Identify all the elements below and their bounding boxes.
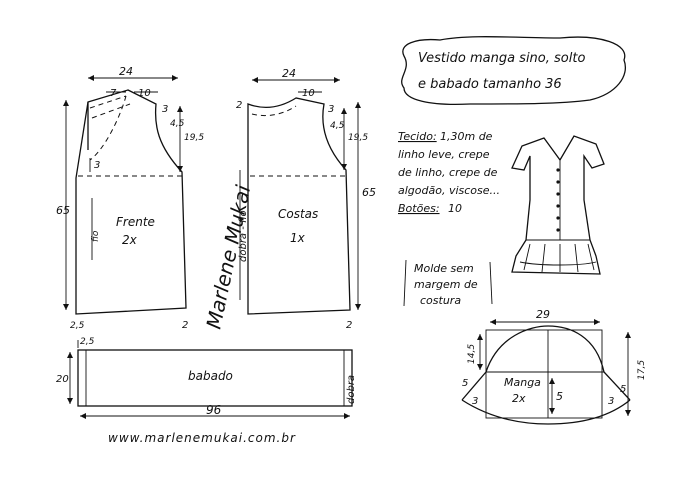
sleeve-width-label: 29: [536, 308, 550, 321]
sleeve-pattern-piece: 29 14,5 17,5 Manga 2x 5 5 3 3 5: [461, 308, 647, 425]
front-width-label: 24: [119, 65, 133, 78]
front-piece-name: Frente: [116, 215, 155, 229]
sleeve-side-left-label: 5: [462, 378, 468, 389]
fabric-label: Tecido:: [398, 130, 437, 143]
front-shoulder-left-label: 7: [110, 88, 117, 99]
dress-illustration: [511, 135, 605, 275]
note-line-3: costura: [420, 294, 461, 307]
fabric-line-1: 1,30m de: [440, 130, 493, 143]
back-neck-left-label: 2: [236, 100, 242, 111]
front-shoulder-right-label: 10: [138, 88, 151, 99]
note-line-2: margem de: [414, 278, 478, 291]
front-corner-label: 3: [162, 104, 168, 115]
sleeve-qty: 2x: [512, 392, 526, 405]
sleeve-side-right-label: 5: [620, 384, 626, 395]
ruffle-name: babado: [188, 369, 233, 383]
front-height-label: 65: [56, 204, 70, 217]
front-armhole-curve-label: 4,5: [170, 119, 185, 129]
front-hem-left-label: 2,5: [70, 321, 85, 331]
back-shoulder-right-label: 10: [302, 88, 315, 99]
ruffle-corner-label: 2,5: [80, 337, 95, 347]
back-corner-label: 3: [328, 104, 334, 115]
sleeve-center-depth-label: 5: [556, 390, 563, 403]
front-pattern-piece: 24 7 10 3 4,5 19,5 3 65 Frente 2x fio 2,…: [56, 65, 204, 331]
sleeve-height-right-label: 17,5: [637, 360, 647, 380]
back-piece-name: Costas: [278, 207, 318, 221]
front-armhole-height-label: 19,5: [184, 133, 204, 143]
front-neck-depth-label: 3: [94, 160, 100, 171]
fabric-line-2: linho leve, crepe: [398, 148, 490, 161]
ruffle-pattern-piece: 2,5 20 babado dobra 96: [56, 337, 357, 419]
back-width-label: 24: [282, 67, 296, 80]
note-line-1: Molde sem: [414, 262, 474, 275]
fabric-line-4: algodão, viscose...: [398, 184, 500, 197]
back-armhole-curve-label: 4,5: [330, 121, 345, 131]
sleeve-name: Manga: [504, 376, 541, 389]
fabric-info: Tecido: 1,30m de linho leve, crepe de li…: [398, 130, 500, 215]
back-height-label: 65: [362, 186, 376, 199]
title-bubble: Vestido manga sino, solto e babado taman…: [401, 36, 626, 106]
front-grain-label: fio: [91, 230, 101, 242]
title-line-1: Vestido manga sino, solto: [418, 51, 585, 66]
back-pattern-piece: 24 10 2 3 4,5 19,5 65 Costas 1x dobra - …: [236, 67, 376, 331]
front-hem-right-label: 2: [182, 320, 188, 331]
ruffle-fold-label: dobra: [346, 375, 357, 404]
sleeve-height-left-label: 14,5: [467, 344, 477, 364]
seam-allowance-note: Molde sem margem de costura: [403, 259, 493, 307]
back-fold-label: dobra - fio: [238, 210, 249, 262]
front-piece-qty: 2x: [122, 233, 138, 247]
website-link[interactable]: www.marlenemukai.com.br: [108, 431, 296, 445]
buttons-label: Botões:: [398, 202, 440, 215]
back-hem-right-label: 2: [346, 320, 352, 331]
ruffle-height-label: 20: [56, 374, 69, 385]
buttons-value: 10: [448, 202, 462, 215]
ruffle-length-label: 96: [206, 403, 222, 417]
fabric-line-3: de linho, crepe de: [398, 166, 498, 179]
back-piece-qty: 1x: [290, 231, 306, 245]
back-armhole-height-label: 19,5: [348, 133, 368, 143]
sleeve-inner-right-label: 3: [608, 396, 614, 407]
title-line-2: e babado tamanho 36: [418, 77, 562, 92]
sleeve-inner-left-label: 3: [472, 396, 478, 407]
